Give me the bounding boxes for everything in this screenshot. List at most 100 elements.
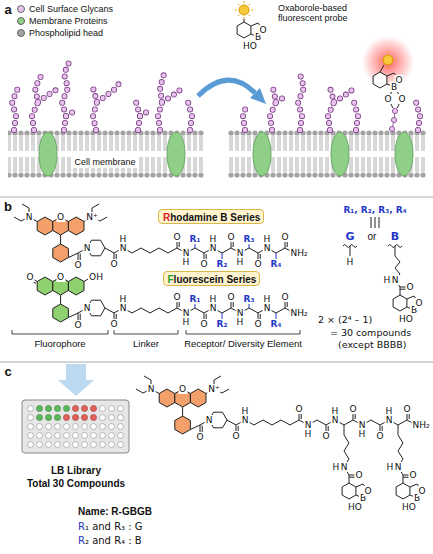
- membrane-protein: [253, 132, 271, 176]
- atom-label: H: [182, 257, 191, 267]
- atom-label: H: [209, 234, 218, 244]
- well-plate: [64, 415, 70, 421]
- atom-label: O: [280, 292, 289, 302]
- probe-structure: [239, 5, 249, 15]
- lipid-bilayer: [228, 130, 426, 178]
- atom-label: O: [231, 431, 240, 441]
- atom-label: O: [25, 272, 34, 282]
- atom-label: H: [304, 429, 313, 439]
- atom-label: O: [253, 319, 262, 329]
- bracket-label: Linker: [133, 338, 159, 349]
- formula-text: 2 × (2⁴ – 1): [318, 314, 372, 325]
- atom-label: O: [109, 319, 118, 329]
- legend-text: Cell Surface Glycans: [29, 4, 113, 14]
- legend-row: Phospholipid head: [17, 27, 113, 39]
- atom-label: N: [394, 462, 403, 472]
- atom-label: N: [25, 212, 34, 222]
- transition-arrow: [250, 88, 266, 104]
- atom-label: H: [386, 462, 395, 472]
- glycan-chain: [62, 60, 70, 130]
- well-plate: [46, 415, 52, 421]
- glycan-chain: [354, 102, 358, 130]
- well-plate: [91, 406, 97, 412]
- atom-label: N: [209, 243, 218, 253]
- atom-label: HO: [401, 502, 417, 512]
- residue-label: G: [345, 230, 354, 243]
- atom-label: N⁺: [85, 212, 98, 222]
- lipid-bilayer: [8, 130, 204, 178]
- atom-label: H: [182, 317, 191, 327]
- atom-label: N: [263, 303, 272, 313]
- atom-label: N: [83, 243, 92, 253]
- glycan-chain: [270, 88, 276, 130]
- atom-label: H: [209, 294, 218, 304]
- atom-label: N⁺: [207, 384, 220, 394]
- glycan-chain: [276, 96, 286, 102]
- atom-label: O: [354, 470, 363, 480]
- glycan-chain: [276, 96, 286, 102]
- glycan-chain: [140, 110, 150, 116]
- legend-swatch: [17, 29, 25, 37]
- r-group-label: R₁: [189, 294, 202, 304]
- atom-label: O: [178, 384, 187, 394]
- series-box: Rhodamine B Series: [158, 209, 264, 224]
- atom-label: N: [119, 303, 128, 313]
- panel-divider: [0, 197, 433, 362]
- glycan-chain: [93, 88, 97, 130]
- atom-label: O: [73, 320, 82, 330]
- atom-label: N: [331, 415, 340, 425]
- residue-structure: [371, 217, 379, 228]
- transition-arrow: [198, 80, 266, 104]
- glycan-chain: [243, 104, 247, 130]
- atom-label: O: [408, 470, 417, 480]
- legend-swatch: [17, 17, 25, 25]
- glycan-chain: [389, 108, 397, 131]
- atom-label: H: [236, 257, 245, 267]
- rhodamine-structure: [14, 204, 294, 264]
- well-plate: [37, 415, 43, 421]
- well-plate: [55, 415, 61, 421]
- legend-text: Membrane Proteins: [29, 16, 108, 26]
- atom-label: N: [263, 243, 272, 253]
- rule-text: R₂ and R₄ : B: [78, 535, 142, 546]
- glycan-chain: [97, 81, 121, 102]
- panel-divider: [0, 197, 433, 362]
- glycan-chain: [162, 90, 180, 102]
- glycan-chain: [334, 90, 352, 102]
- glycan-chain: [416, 102, 420, 130]
- well-plate: [91, 415, 97, 421]
- glycan-chain: [12, 60, 420, 130]
- well-plate: [22, 400, 129, 453]
- atom-label: O: [348, 404, 357, 414]
- glycan-chain: [391, 117, 396, 122]
- legend-swatch: [17, 5, 25, 13]
- atom-label: O: [109, 259, 118, 269]
- well-plate: [22, 400, 129, 453]
- bound-probe: [379, 51, 397, 69]
- example-structure: [159, 389, 416, 436]
- atom-label: O: [405, 282, 414, 292]
- glycan-chain: [298, 74, 304, 130]
- glycan-chain: [12, 60, 420, 130]
- glycan-chain: [328, 88, 334, 130]
- well-plate: [82, 415, 88, 421]
- atom-label: O: [226, 292, 235, 302]
- atom-label: O: [73, 260, 82, 270]
- well-plate: [64, 406, 70, 412]
- glycan-chain: [298, 74, 304, 130]
- atom-label: O: [172, 232, 181, 242]
- atom-label: O: [199, 259, 208, 269]
- glycan-chain: [328, 88, 334, 130]
- atom-label: H: [383, 275, 392, 285]
- well-plate: [37, 406, 70, 421]
- atom-label: O: [417, 486, 426, 496]
- glycan-chain: [334, 90, 352, 102]
- membrane-protein: [395, 132, 413, 176]
- well-plate: [37, 406, 43, 412]
- atom-label: O: [294, 404, 303, 414]
- well-plate: [55, 406, 61, 412]
- transition-arrow: [198, 80, 255, 96]
- residue-label: B: [391, 230, 399, 243]
- r-group-label: R₄: [270, 259, 283, 269]
- atom-label: O: [56, 272, 65, 282]
